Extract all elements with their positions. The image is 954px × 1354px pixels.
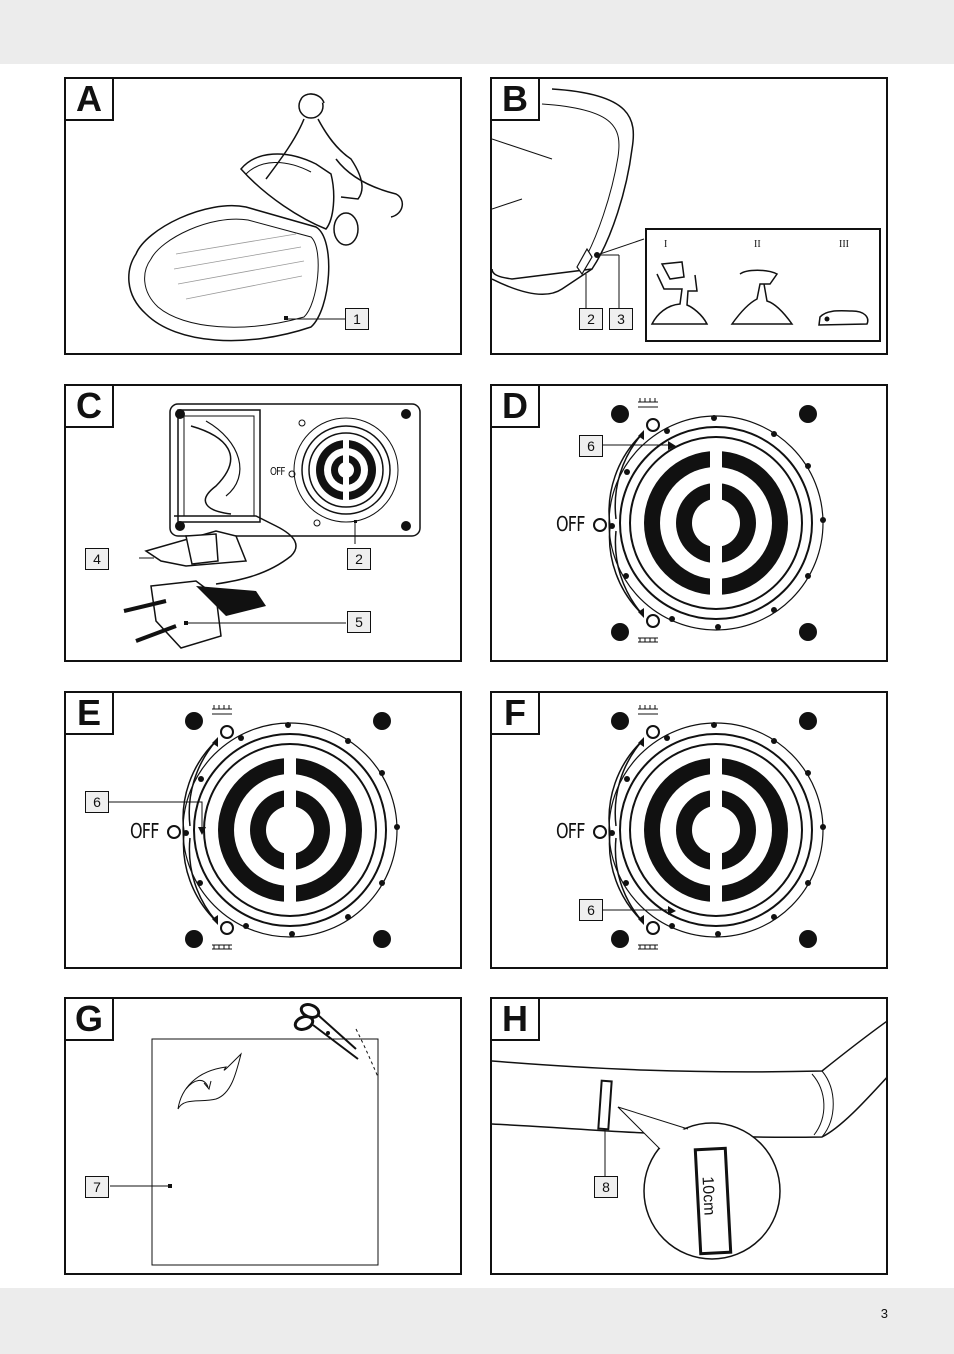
panel-c-tag: C [66,386,124,436]
person-inflating-mattress-icon [128,93,403,342]
panel-f: F OFF 6 [490,691,888,969]
callout-1: 1 [345,308,369,330]
panel-a: A 1 [64,77,462,355]
off-label: OFF [556,819,585,843]
dial-arrow [603,737,676,925]
footer-band [0,1288,954,1354]
panel-d-tag: D [492,386,550,436]
air-mattress-icon [492,88,881,342]
panel-h-tag: H [492,999,550,1049]
dial-arrow [603,430,676,618]
callout-2: 2 [579,308,603,330]
panel-g-tag: G [66,999,124,1049]
panel-b: B I II III 2 3 [490,77,888,355]
page-number: 3 [880,1306,888,1321]
repair-patch-icon [492,1020,886,1260]
panel-e-tag: E [66,693,124,743]
panel-c: C OFF 4 2 5 [64,384,462,662]
callout-6: 6 [579,435,603,457]
scissors-icon [293,1003,359,1060]
panel-h: H 10cm 8 [490,997,888,1275]
mode-label-1: I [664,239,668,250]
panel-f-tag: F [492,693,550,743]
panel-e: E OFF 6 [64,691,462,969]
valve-adapter-icon [650,261,869,326]
header-band [0,0,954,64]
callout-7: 7 [85,1176,109,1198]
callout-2: 2 [347,548,371,570]
callout-6: 6 [579,899,603,921]
mode-label-2: II [754,239,761,250]
off-label: OFF [556,512,585,536]
patch-label: 10cm [698,1175,718,1216]
callout-6: 6 [85,791,109,813]
panel-b-tag: B [492,79,550,129]
callout-3: 3 [609,308,633,330]
dial-arrow [108,737,218,925]
panel-d: D OFF 6 [490,384,888,662]
off-label: OFF [270,465,285,478]
repair-patch-icon [110,1003,379,1266]
off-label: OFF [130,819,159,843]
panel-a-tag: A [66,79,124,129]
mode-label-3: III [839,239,849,250]
callout-8: 8 [594,1176,618,1198]
pump-dial-icon [123,403,421,649]
callout-4: 4 [85,548,109,570]
panel-g: G 7 [64,997,462,1275]
callout-5: 5 [347,611,371,633]
